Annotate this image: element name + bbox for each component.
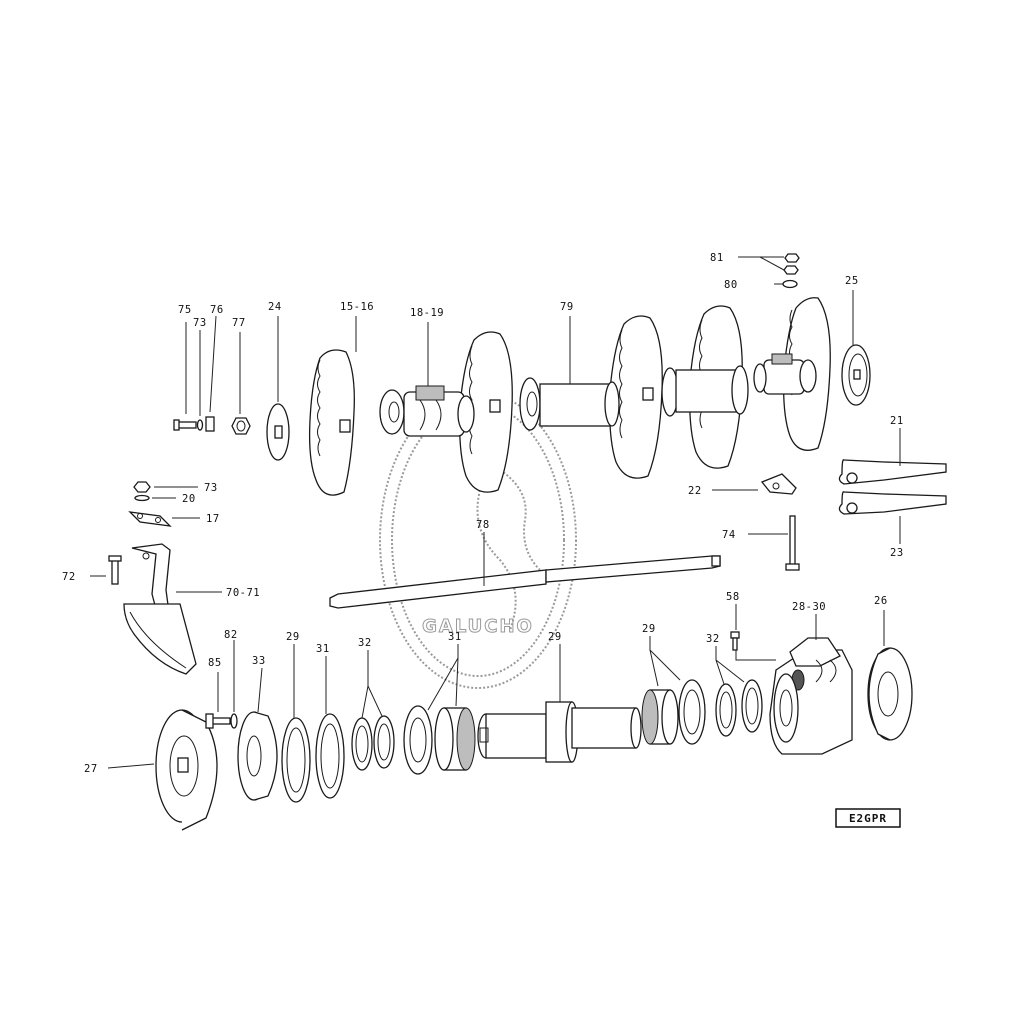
reference-code: E2GPR — [849, 812, 887, 825]
part-18-19-bearing-housing — [379, 385, 475, 437]
part-70-71-scraper-shoe — [123, 543, 197, 675]
callout-20: 17 — [206, 513, 220, 525]
part-20-plate — [128, 511, 172, 527]
callout-77: 77 — [232, 317, 246, 329]
callout-22: 23 — [890, 547, 904, 559]
callout-79: 79 — [560, 301, 574, 313]
part-78-bolt — [785, 515, 800, 571]
part-76-square-washer — [205, 416, 215, 432]
callout-85: 85 — [208, 657, 222, 669]
part-21-scraper-arm — [838, 459, 947, 485]
callout-80: 80 — [724, 279, 738, 291]
upper-right-bearing — [753, 353, 817, 395]
part-29-seal-right — [715, 679, 763, 737]
callout-27: 27 — [84, 763, 98, 775]
callout-18-19: 18-19 — [410, 307, 444, 319]
callout-58: 58 — [726, 591, 740, 603]
part-83-gasket — [281, 717, 311, 803]
callout-28-30: 28-30 — [792, 601, 826, 613]
callout-74: 73 — [204, 482, 218, 494]
callout-31-left: 31 — [448, 631, 462, 643]
part-23-bracket — [760, 473, 797, 495]
part-31-bearing-left — [403, 705, 476, 775]
part-25-end-washer — [841, 344, 871, 406]
callout-73-lower: 20 — [182, 493, 196, 505]
callout-82: 31 — [316, 643, 330, 655]
spool-2 — [661, 365, 749, 417]
disc-blade-2 — [458, 331, 513, 493]
callout-81: 81 — [710, 252, 724, 264]
part-80-washer — [782, 279, 798, 289]
callout-17: 78 — [476, 519, 490, 531]
watermark-text: GALUCHO — [422, 616, 534, 637]
callout-29-left: 32 — [358, 637, 372, 649]
callout-23: 22 — [688, 485, 702, 497]
callout-21: 21 — [890, 415, 904, 427]
part-15-16-disc-blade — [308, 349, 355, 496]
part-31-bearing-right — [641, 679, 706, 745]
callout-84: 82 — [224, 629, 238, 641]
callout-26: 26 — [874, 595, 888, 607]
callout-15-16: 15-16 — [340, 301, 374, 313]
part-22-scraper-arm — [838, 491, 947, 515]
part-27-end-plate — [155, 709, 218, 831]
part-81-nut — [783, 253, 800, 275]
callout-24: 24 — [268, 301, 282, 313]
part-17-axle-shaft — [329, 555, 721, 609]
callout-32: 29 — [548, 631, 562, 643]
part-33-flange-nut — [237, 711, 278, 801]
part-73-lock-washer — [196, 419, 204, 431]
part-85-bolt — [205, 713, 231, 729]
callout-76: 76 — [210, 304, 224, 316]
callout-72: 72 — [62, 571, 76, 583]
callout-83: 29 — [286, 631, 300, 643]
callout-33: 33 — [252, 655, 266, 667]
part-82-gasket — [315, 713, 345, 799]
callout-25: 25 — [845, 275, 859, 287]
part-72-bolt — [108, 555, 122, 585]
part-32-hub-spindle — [477, 701, 642, 763]
part-77-nut — [231, 417, 251, 435]
part-75-bolt — [173, 419, 197, 431]
callout-29-right: 32 — [706, 633, 720, 645]
part-73-washer — [134, 494, 150, 502]
part-26-end-cap — [867, 647, 913, 741]
part-84-washer — [230, 713, 238, 729]
callout-70-71: 70-71 — [226, 587, 260, 599]
part-74-nut — [133, 481, 151, 493]
callout-75: 75 — [178, 304, 192, 316]
part-28-30-bearing-housing — [769, 637, 853, 755]
part-24-plate-washer — [266, 403, 290, 461]
callout-31-right: 29 — [642, 623, 656, 635]
callout-73: 73 — [193, 317, 207, 329]
part-79-spool — [519, 377, 620, 431]
reference-code-box: E2GPR — [835, 808, 901, 828]
callout-78: 74 — [722, 529, 736, 541]
part-29-seal-left — [351, 715, 395, 771]
part-58-grease-nipple — [730, 631, 740, 651]
